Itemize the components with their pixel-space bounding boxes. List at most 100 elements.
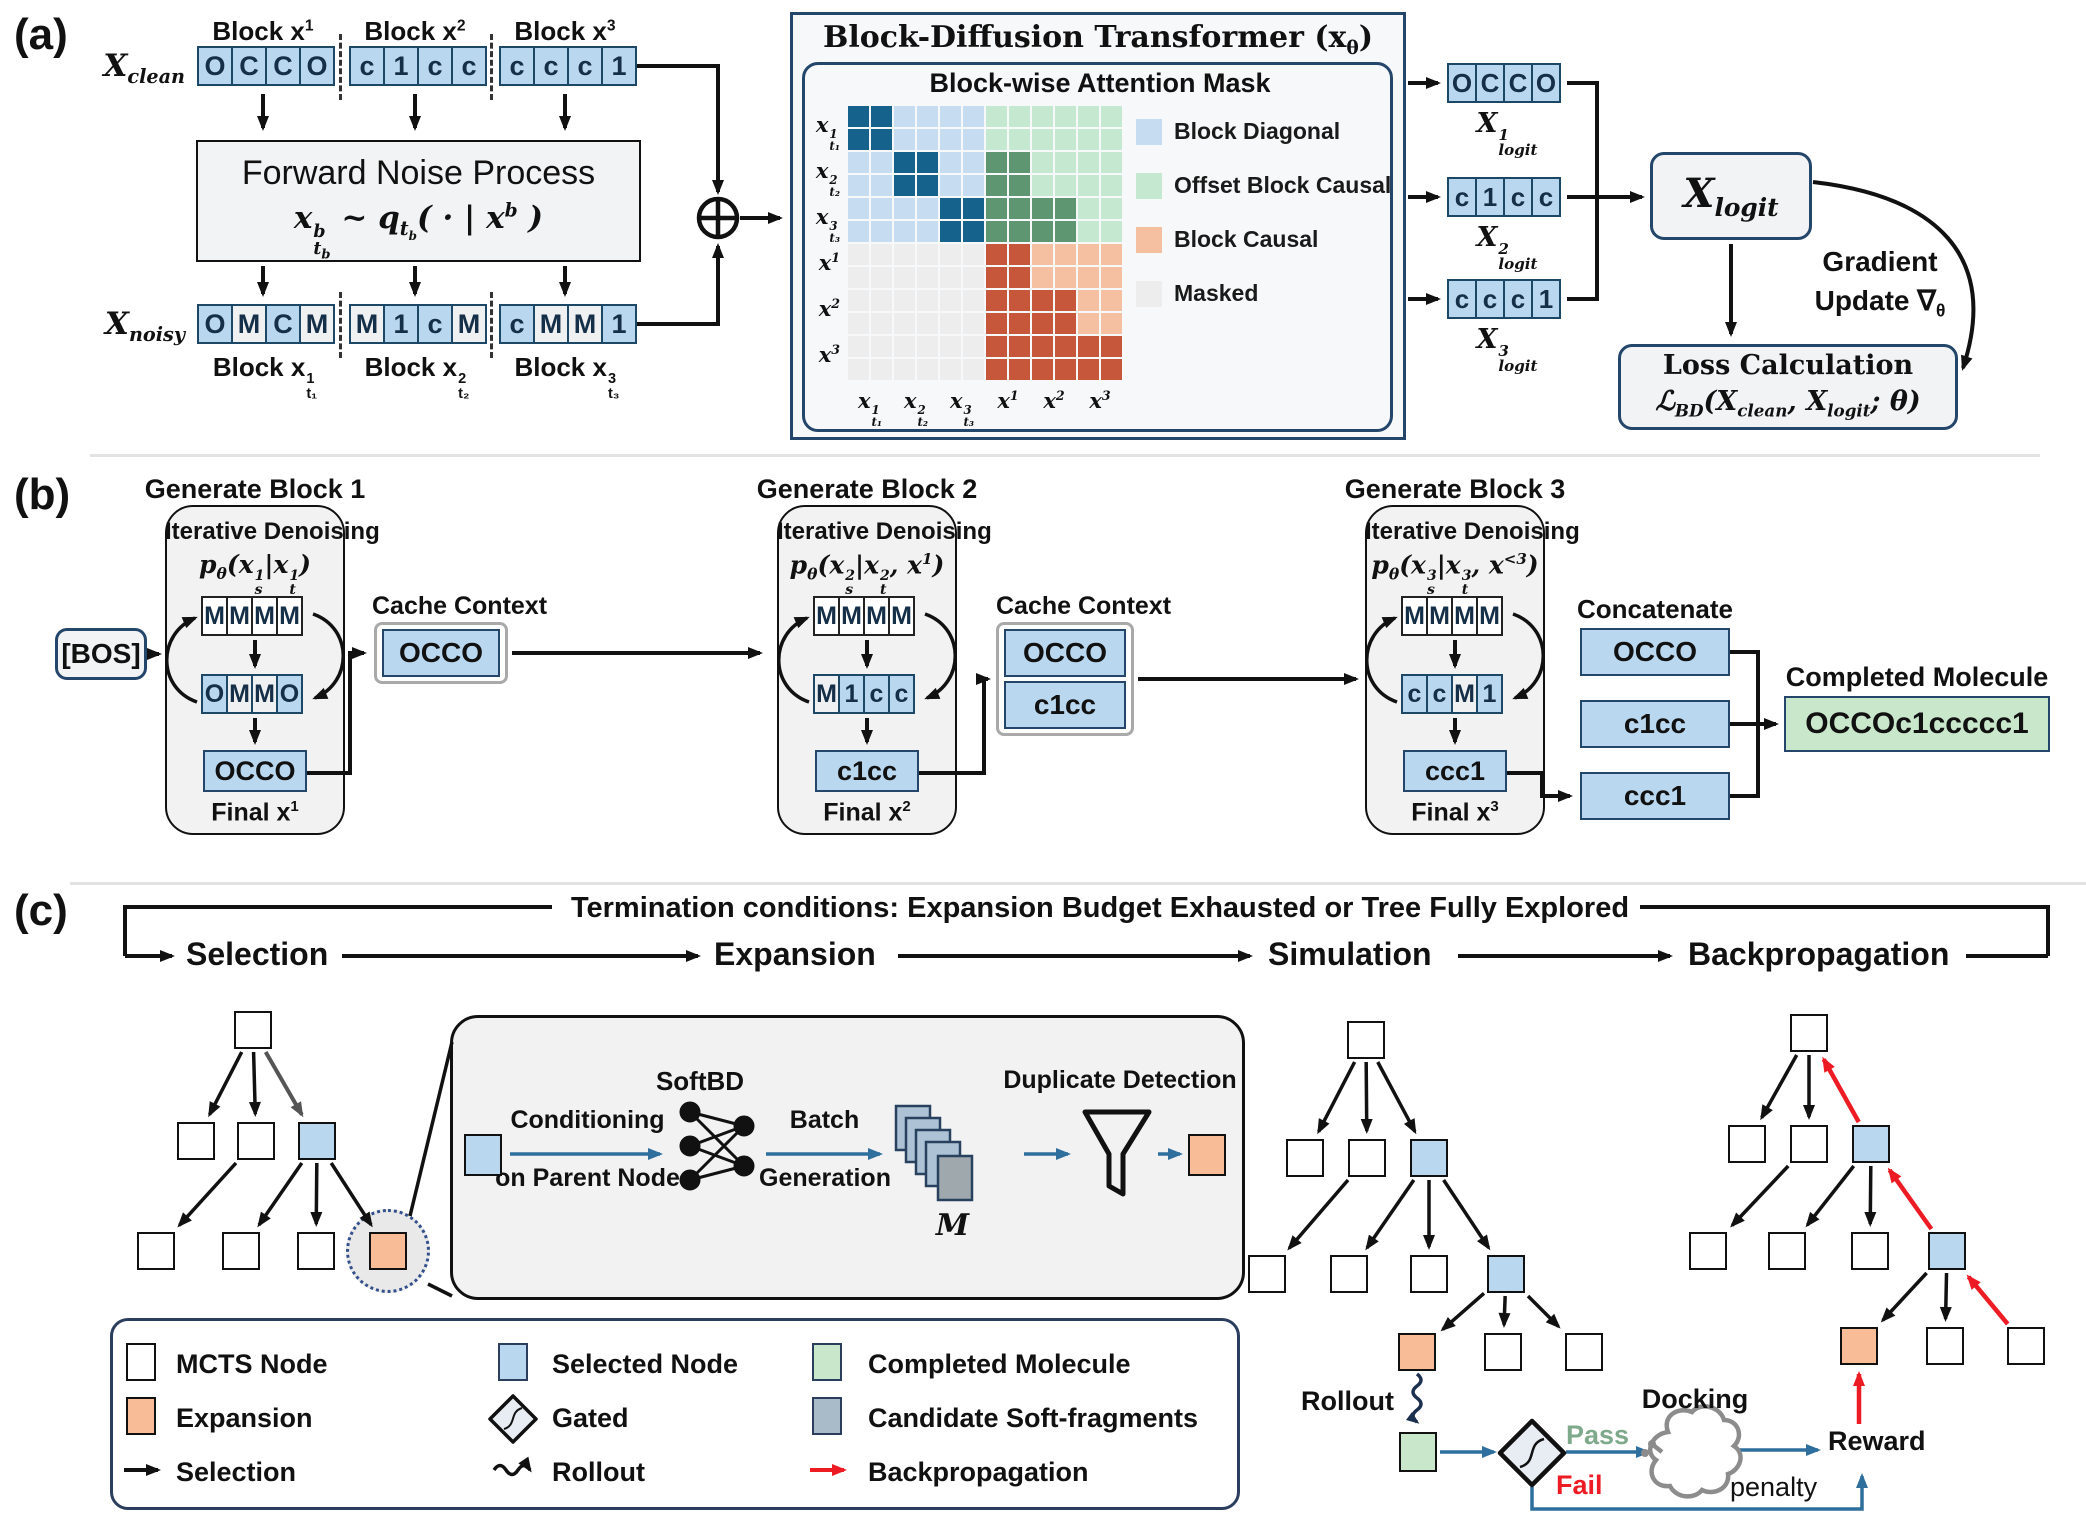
token-cell: M: [201, 596, 228, 636]
mask-cell: [917, 129, 938, 150]
mask-cell: [848, 221, 869, 242]
concatenate-title: Concatenate: [1576, 594, 1734, 624]
mask-cell: [894, 359, 915, 380]
legend-label: Candidate Soft-fragments: [868, 1403, 1199, 1433]
mask-cell: [940, 244, 961, 265]
mask-cell: [986, 313, 1007, 334]
token-cell: 1: [838, 674, 865, 714]
mask-cell: [871, 106, 892, 127]
concat-row-2: c1cc: [1580, 700, 1730, 748]
x-logit-box: [1650, 152, 1812, 240]
mask-legend-item: Masked: [1136, 280, 1258, 307]
docking-label: Docking: [1641, 1384, 1749, 1414]
backprop-tree-edge: [1966, 1274, 2010, 1326]
token-cell: c: [1531, 177, 1561, 217]
token-cell: M: [1451, 674, 1478, 714]
token-cell: M: [226, 596, 253, 636]
mask-cell: [1032, 336, 1053, 357]
mask-cell: [848, 313, 869, 334]
mask-legend-swatch: [1136, 226, 1162, 253]
duplicate-detection-label: Duplicate Detection: [1003, 1066, 1237, 1094]
gb1-final-label: Final x1: [211, 798, 299, 827]
mask-cell: [1078, 129, 1099, 150]
mask-cell: [848, 152, 869, 173]
inset-expansion-node: [1188, 1134, 1226, 1176]
concat-row-3: ccc1: [1580, 772, 1730, 820]
token-cell: O: [197, 304, 233, 344]
mask-cell: [917, 290, 938, 311]
mask-cell: [986, 129, 1007, 150]
cache-context-1-row: OCCO: [382, 629, 500, 677]
simulation-tree-node: [1348, 1139, 1386, 1177]
mask-cell: [1009, 313, 1030, 334]
mask-cell: [1055, 290, 1076, 311]
mask-cell: [986, 152, 1007, 173]
token-cell: c: [417, 304, 453, 344]
concat-row-1: OCCO: [1580, 628, 1730, 676]
token-cell: M: [1476, 596, 1503, 636]
mask-cell: [848, 267, 869, 288]
mask-cell: [1055, 313, 1076, 334]
mask-cell: [986, 221, 1007, 242]
mask-cell: [894, 313, 915, 334]
mask-cell: [940, 221, 961, 242]
backprop-tree-node: [1790, 1014, 1828, 1052]
panel-c-label: (c): [14, 886, 68, 935]
mask-cell: [871, 175, 892, 196]
mask-cell: [848, 359, 869, 380]
token-cell: M: [251, 674, 278, 714]
selection-tree-node-expansion: [369, 1232, 407, 1270]
token-cell: 1: [601, 304, 637, 344]
mask-cell: [940, 313, 961, 334]
stage-expansion: Expansion: [714, 936, 876, 972]
token-cell: c: [1401, 674, 1428, 714]
mask-cell: [917, 152, 938, 173]
mask-cell: [1032, 359, 1053, 380]
selection-tree-edge: [257, 1162, 304, 1228]
mask-cell: [1032, 290, 1053, 311]
mask-cell: [963, 313, 984, 334]
mask-cell: [1055, 267, 1076, 288]
mask-cell: [917, 198, 938, 219]
panel-divider: [70, 882, 2086, 885]
simulation-tree-node: [1565, 1333, 1603, 1371]
selection-tree-node: [237, 1122, 275, 1160]
mask-legend-label: Masked: [1174, 280, 1259, 306]
clean-block-2-label: Block x2: [364, 16, 466, 46]
mask-cell: [917, 267, 938, 288]
token-cell: c: [1503, 177, 1533, 217]
mask-cell: [917, 359, 938, 380]
simulation-tree-edge: [1317, 1061, 1357, 1135]
gradient-label-1: Gradient: [1822, 246, 1938, 277]
mask-cell: [871, 244, 892, 265]
token-cell: O: [1531, 63, 1561, 103]
mask-legend-label: Block Diagonal: [1174, 118, 1341, 144]
mask-cell: [963, 175, 984, 196]
mask-cell: [986, 359, 1007, 380]
mask-cell: [963, 106, 984, 127]
token-cell: c: [1447, 177, 1477, 217]
gb1-final-box: OCCO: [203, 750, 307, 792]
token-cell: 1: [1475, 177, 1505, 217]
inset-parent-node: [464, 1134, 502, 1176]
cache-context-2-row-2: c1cc: [1004, 681, 1126, 729]
mask-cell: [940, 129, 961, 150]
mask-cell: [986, 244, 1007, 265]
stage-selection: Selection: [186, 936, 329, 972]
selection-tree-edge: [248, 1051, 261, 1118]
mask-cell: [1009, 244, 1030, 265]
token-cell: c: [417, 46, 453, 86]
mask-cell: [963, 336, 984, 357]
mask-cell: [871, 198, 892, 219]
